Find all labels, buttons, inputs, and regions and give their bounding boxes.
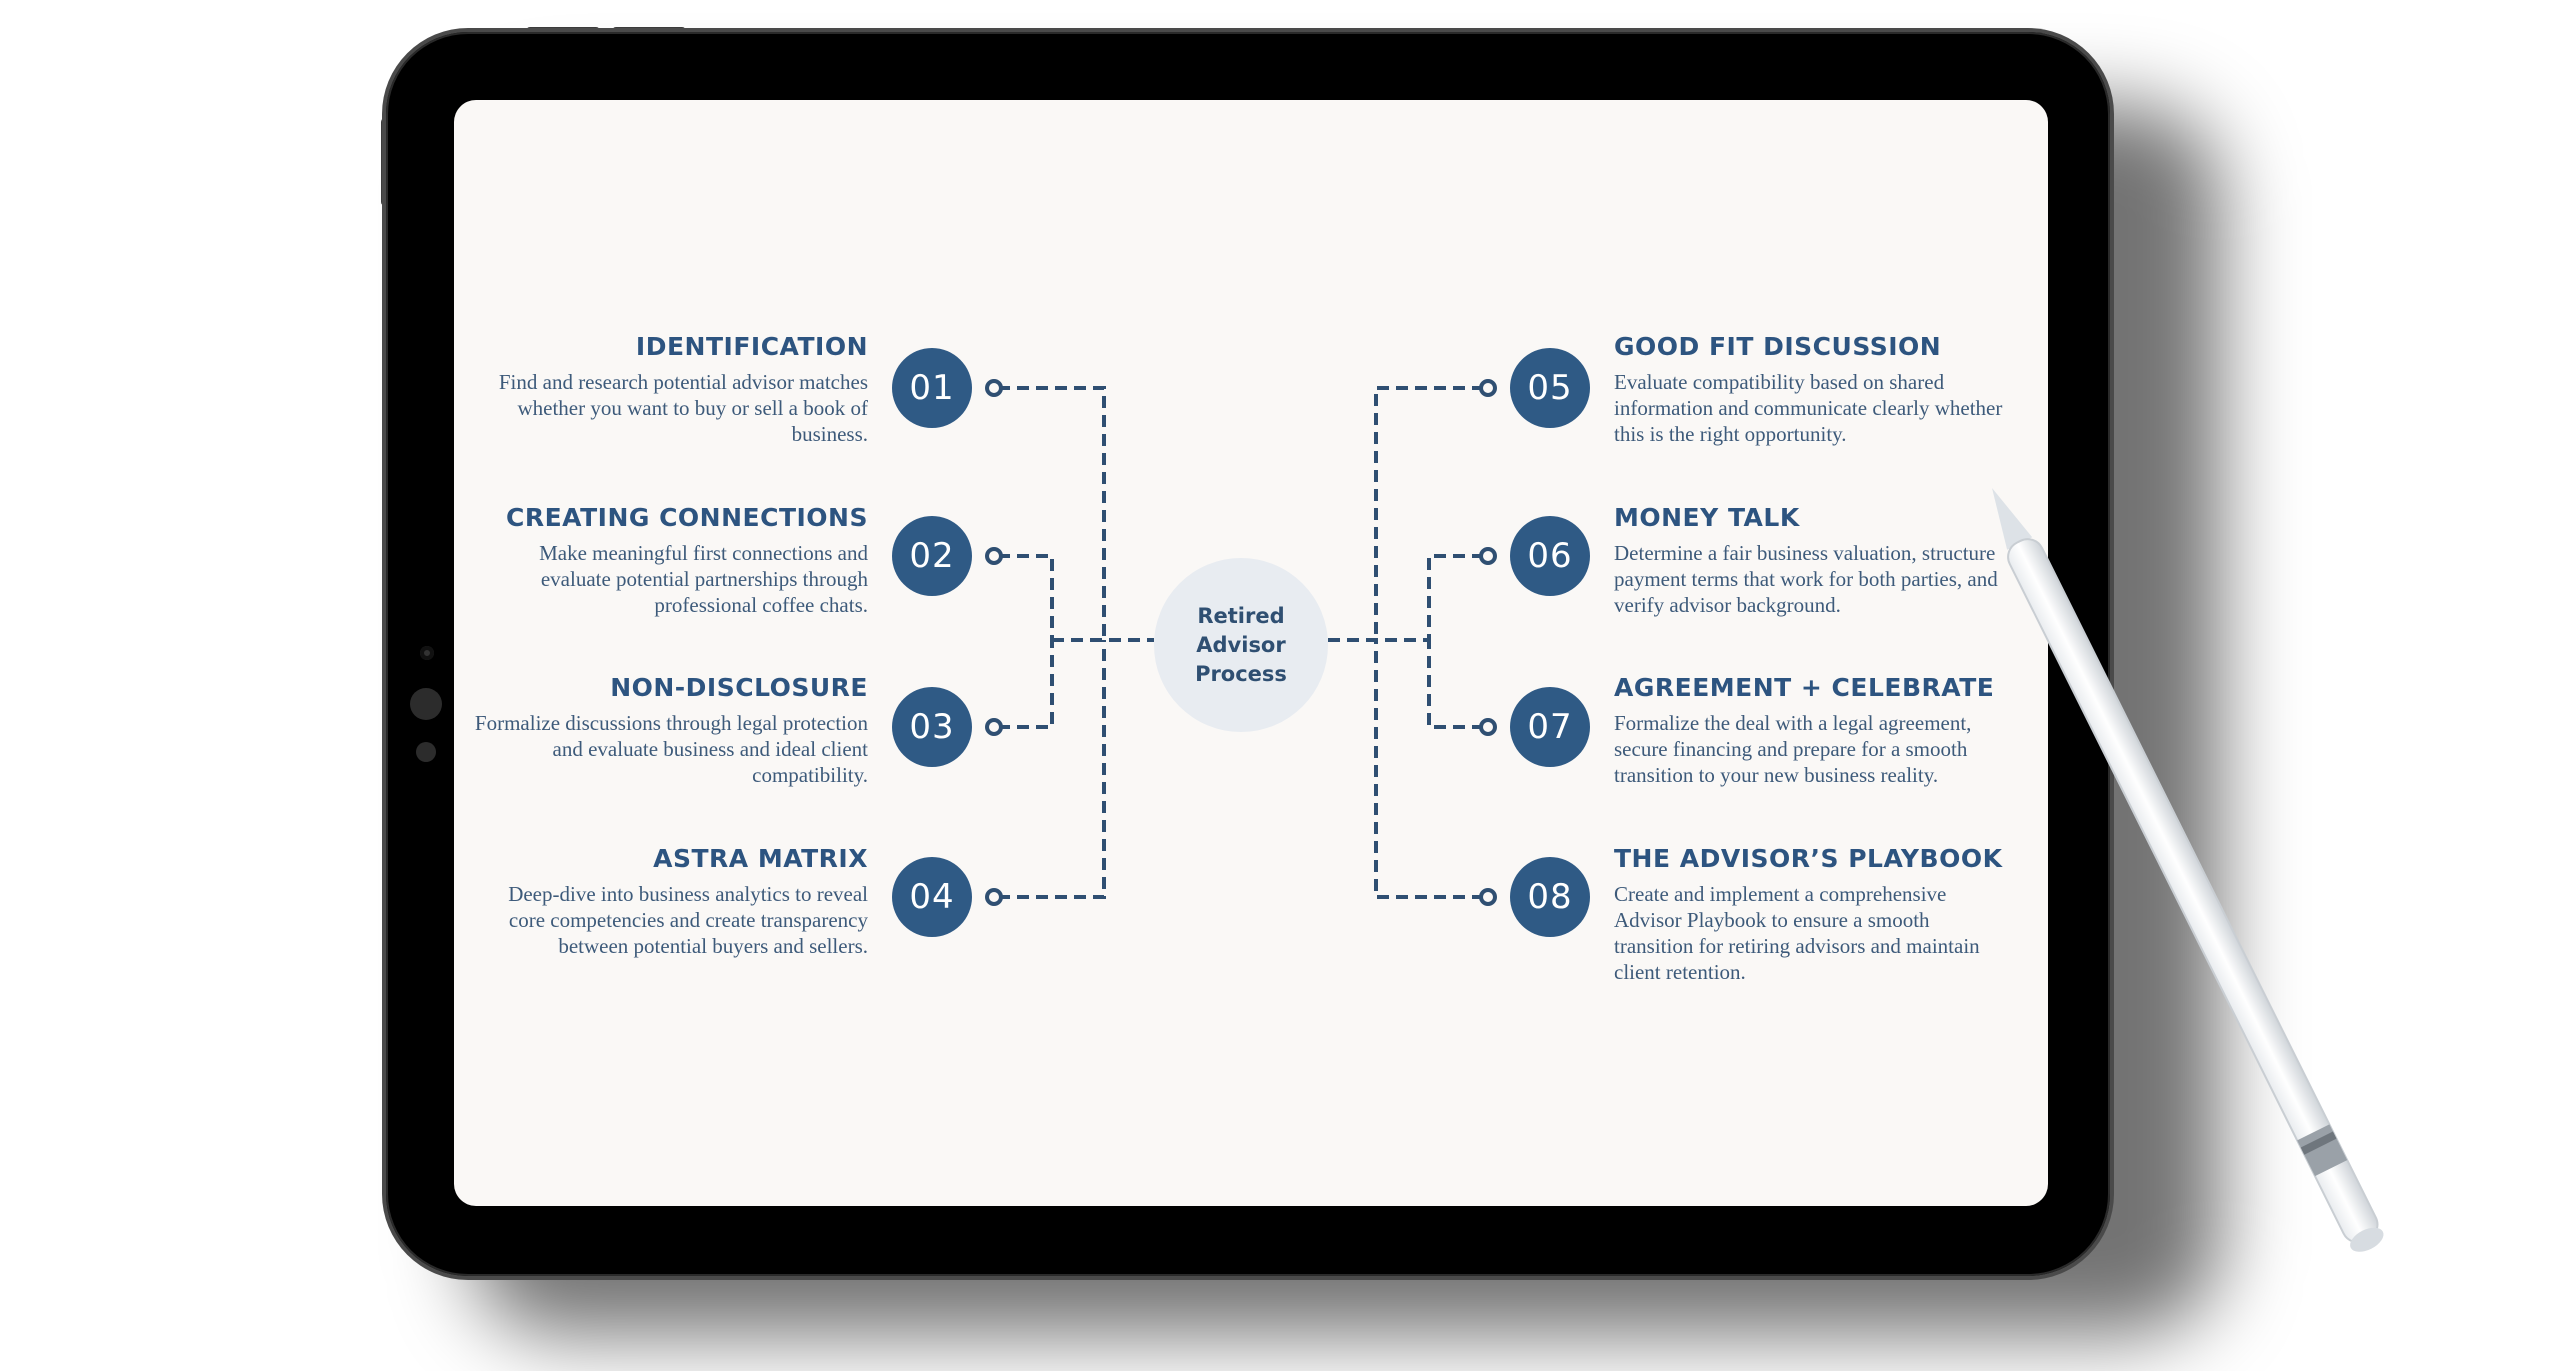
step-title: IDENTIFICATION [635,332,868,361]
connector-lines [985,379,1497,906]
connector-04 [998,640,1106,899]
step-block-02: CREATING CONNECTIONS Make meaningful fir… [468,503,868,618]
connector-dot-08 [1479,888,1497,906]
step-description: Formalize discussions through legal prot… [474,711,868,787]
step-block-08: THE ADVISOR’S PLAYBOOK Create and implem… [1614,844,2014,985]
connector-05 [1374,386,1484,640]
step-block-05: GOOD FIT DISCUSSION Evaluate compatibili… [1614,332,2014,447]
sensor-icon [416,742,436,762]
step-description: Find and research potential advisor matc… [498,370,868,446]
connector-dot-07 [1479,718,1497,736]
center-label-line1: Retired [1197,603,1285,628]
step-block-06: MONEY TALK Determine a fair business val… [1614,503,2014,618]
connector-dot-01 [985,379,1003,397]
step-node-02: 02 [892,516,972,596]
step-block-01: IDENTIFICATION Find and research potenti… [468,332,868,447]
connector-dot-04 [985,888,1003,906]
step-description: Create and implement a comprehensive Adv… [1614,882,1980,984]
step-node-07: 07 [1510,687,1590,767]
camera-icon [420,646,434,660]
step-block-03: NON-DISCLOSURE Formalize discussions thr… [468,673,868,788]
step-title: MONEY TALK [1614,503,1800,532]
connector-dot-06 [1479,547,1497,565]
step-block-04: ASTRA MATRIX Deep-dive into business ana… [468,844,868,959]
center-label-line3: Process [1195,661,1287,686]
step-title: AGREEMENT + CELEBRATE [1614,673,1995,702]
step-description: Formalize the deal with a legal agreemen… [1614,711,1972,787]
step-title: CREATING CONNECTIONS [506,503,868,532]
connector-dot-02 [985,547,1003,565]
step-description: Determine a fair business valuation, str… [1614,541,1998,617]
step-node-05: 05 [1510,348,1590,428]
step-block-07: AGREEMENT + CELEBRATE Formalize the deal… [1614,673,2014,788]
step-node-06: 06 [1510,516,1590,596]
center-node: Retired Advisor Process [1154,558,1328,732]
sensor-icon [410,688,442,720]
connector-dot-05 [1479,379,1497,397]
connector-01 [998,386,1106,640]
connector-dot-03 [985,718,1003,736]
step-title: ASTRA MATRIX [653,844,868,873]
step-node-08: 08 [1510,857,1590,937]
step-description: Deep-dive into business analytics to rev… [508,882,868,958]
step-node-03: 03 [892,687,972,767]
step-node-04: 04 [892,857,972,937]
tablet-screen: Retired Advisor Process 01 02 03 04 05 0… [454,100,2048,1206]
step-description: Make meaningful first connections and ev… [539,541,868,617]
step-node-01: 01 [892,348,972,428]
center-label-line2: Advisor [1196,632,1286,657]
step-title: THE ADVISOR’S PLAYBOOK [1614,844,2003,873]
step-description: Evaluate compatibility based on shared i… [1614,370,2003,446]
step-title: GOOD FIT DISCUSSION [1614,332,1942,361]
step-title: NON-DISCLOSURE [610,673,868,702]
